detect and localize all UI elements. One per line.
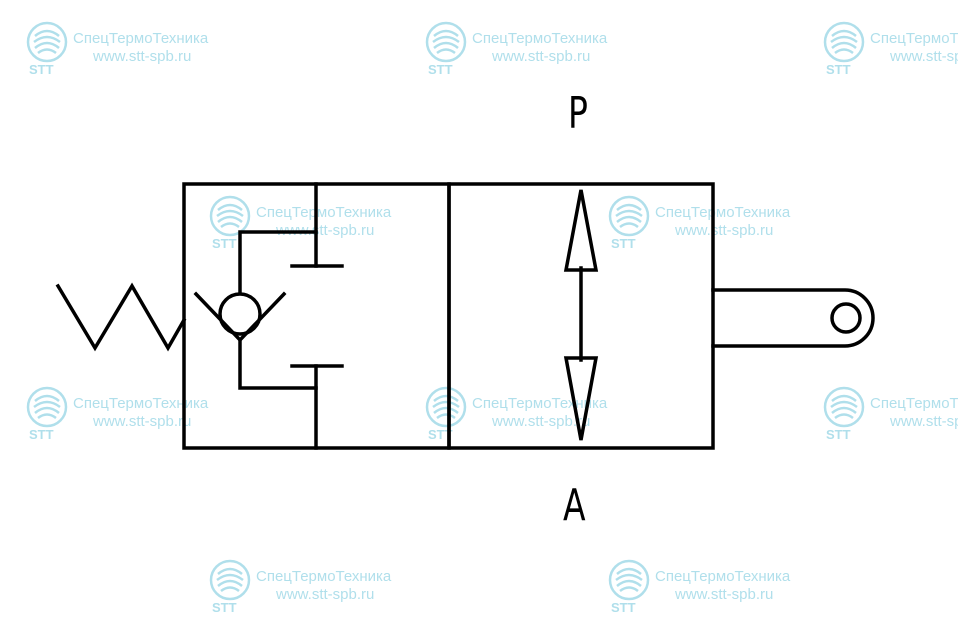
watermark-abbr: STT: [29, 62, 54, 77]
port-label-a: A: [563, 480, 586, 531]
watermark-url: www.stt-spb.ru: [492, 413, 591, 430]
watermark-abbr: STT: [826, 427, 851, 442]
spring-symbol: [55, 282, 187, 352]
watermark-brand: СпецТермоТехника: [655, 204, 791, 221]
watermark-url: www.stt-spb.ru: [675, 222, 774, 239]
watermark-url: www.stt-spb.ru: [675, 586, 774, 603]
stt-logo-icon: [209, 559, 251, 601]
watermark-url: www.stt-spb.ru: [93, 48, 192, 65]
check-line-upper: [238, 230, 318, 294]
watermark-abbr: STT: [212, 236, 237, 251]
watermark-abbr: STT: [611, 236, 636, 251]
watermark-abbr: STT: [826, 62, 851, 77]
stt-logo-icon: [26, 21, 68, 63]
stt-logo-icon: [425, 386, 467, 428]
watermark-url: www.stt-spb.ru: [492, 48, 591, 65]
watermark-abbr: STT: [428, 62, 453, 77]
watermark-abbr: STT: [611, 600, 636, 615]
arrow-up: [563, 189, 599, 272]
watermark-brand: СпецТермоТехника: [256, 204, 392, 221]
stt-logo-icon: [425, 21, 467, 63]
check-line-lower: [238, 340, 318, 390]
check-ball: [218, 292, 262, 336]
watermark-url: www.stt-spb.ru: [93, 413, 192, 430]
port-label-p: P: [568, 88, 588, 139]
watermark-brand: СпецТермоТехника: [870, 30, 958, 47]
watermark-abbr: STT: [212, 600, 237, 615]
arrow-down: [563, 356, 599, 441]
stt-logo-icon: [823, 386, 865, 428]
watermark-brand: СпецТермоТехника: [655, 568, 791, 585]
watermark-url: www.stt-spb.ru: [890, 48, 958, 65]
watermark-url: www.stt-spb.ru: [890, 413, 958, 430]
stt-logo-icon: [823, 21, 865, 63]
watermark-brand: СпецТермоТехника: [73, 30, 209, 47]
watermark-brand: СпецТермоТехника: [256, 568, 392, 585]
lever-pivot: [830, 302, 862, 334]
watermark-abbr: STT: [29, 427, 54, 442]
watermark-url: www.stt-spb.ru: [276, 222, 375, 239]
watermark-url: www.stt-spb.ru: [276, 586, 375, 603]
check-seat: [193, 291, 287, 343]
lever-actuator: [711, 288, 875, 348]
watermark-brand: СпецТермоТехника: [73, 395, 209, 412]
valve-body-right: [447, 182, 715, 450]
stt-logo-icon: [209, 195, 251, 237]
watermark-abbr: STT: [428, 427, 453, 442]
watermark-brand: СпецТермоТехника: [472, 30, 608, 47]
stt-logo-icon: [608, 559, 650, 601]
watermark-brand: СпецТермоТехника: [870, 395, 958, 412]
stt-logo-icon: [26, 386, 68, 428]
stt-logo-icon: [608, 195, 650, 237]
